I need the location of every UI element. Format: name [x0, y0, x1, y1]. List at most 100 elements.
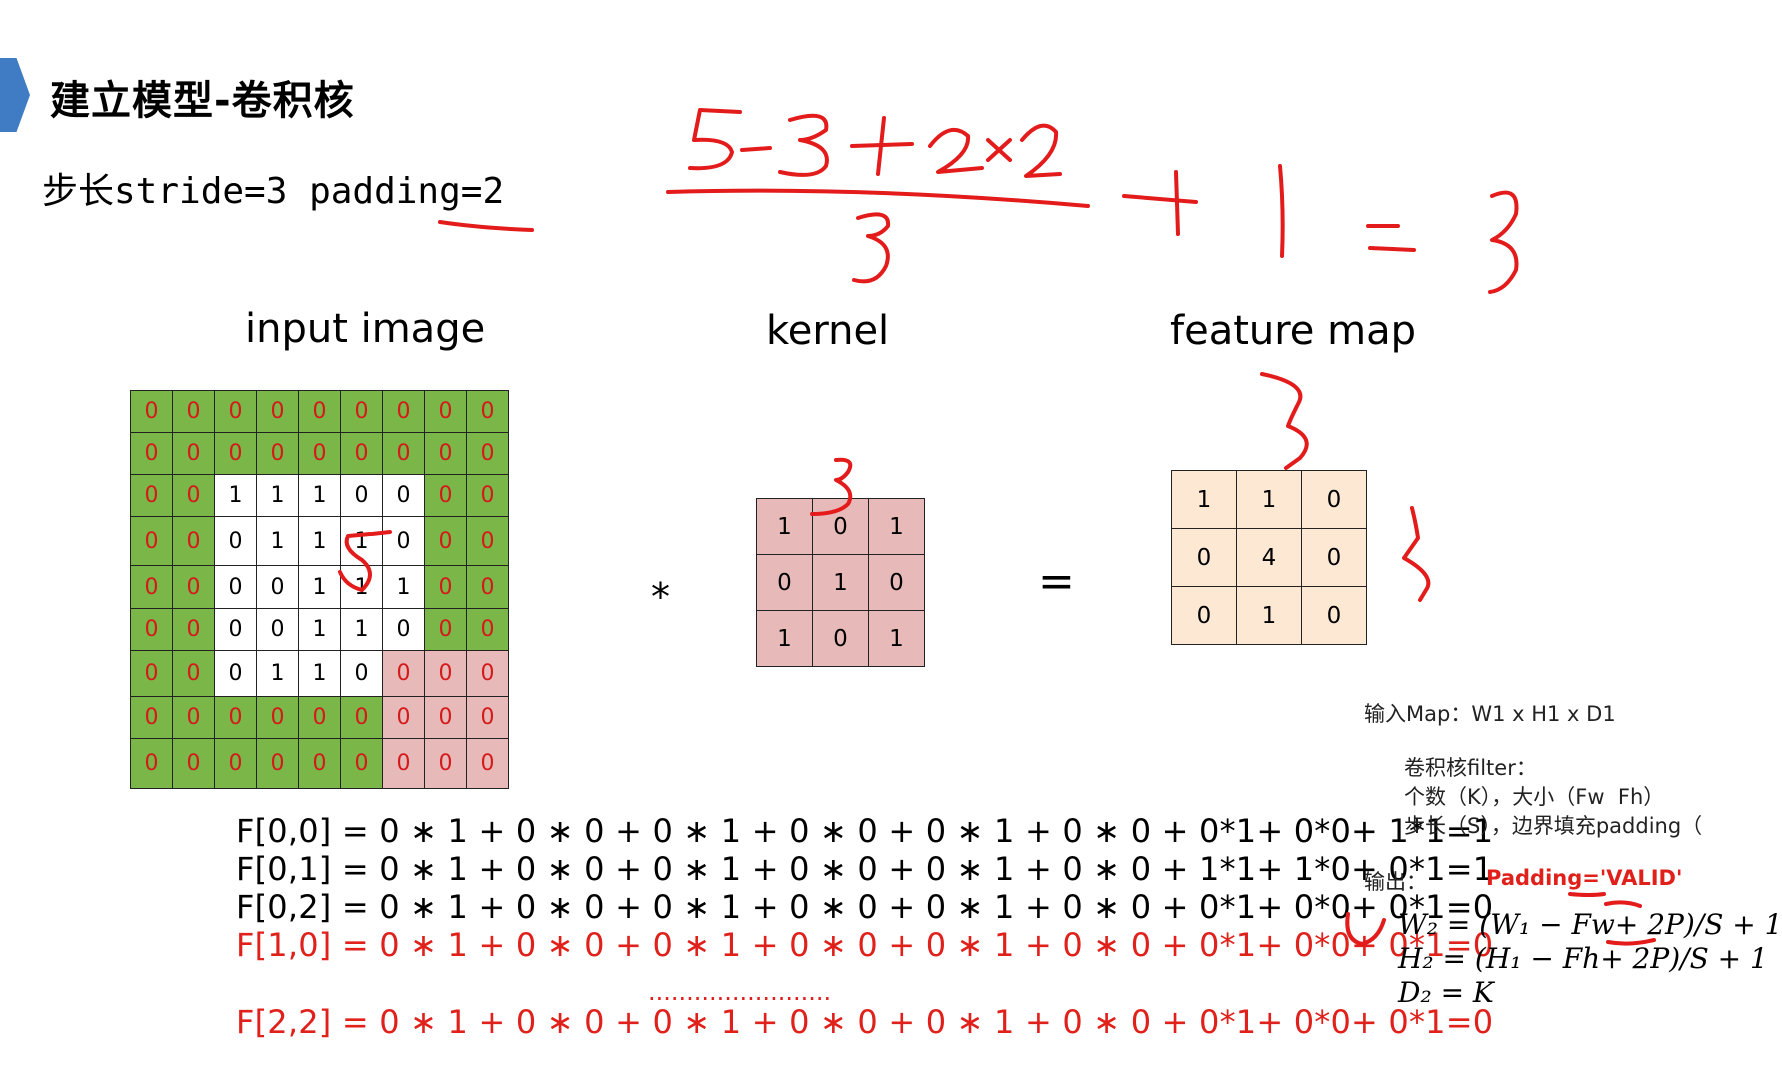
kernel-cell: 0: [812, 498, 869, 555]
input-cell: 0: [214, 650, 257, 697]
input-cell: 0: [214, 516, 257, 566]
input-cell: 1: [298, 608, 341, 651]
input-cell: 0: [424, 696, 467, 739]
feature-cell: 0: [1301, 470, 1367, 529]
ink-digit-3-feature: [1260, 372, 1309, 470]
input-cell: 0: [340, 432, 383, 475]
input-image-label: input image: [245, 306, 486, 352]
equals-sign: =: [1038, 556, 1075, 607]
input-cell: 0: [340, 696, 383, 739]
input-cell: 0: [466, 432, 509, 475]
kernel-cell: 1: [756, 498, 813, 555]
input-cell: 0: [214, 608, 257, 651]
input-cell: 0: [172, 390, 215, 433]
padding-valid-text: Padding='VALID': [1486, 866, 1683, 890]
input-cell: 0: [130, 650, 173, 697]
input-cell: 0: [214, 565, 257, 609]
input-cell: 0: [298, 696, 341, 739]
input-cell: 0: [424, 390, 467, 433]
input-cell: 1: [340, 608, 383, 651]
formula-f01: F[0,1] = 0 ∗ 1 + 0 ∗ 0 + 0 ∗ 1 + 0 ∗ 0 +…: [236, 850, 1494, 888]
input-cell: 1: [340, 516, 383, 566]
input-cell: 0: [130, 565, 173, 609]
equation-depth: D₂ = K: [1398, 976, 1494, 1009]
input-cell: 0: [340, 650, 383, 697]
title-chevron-icon: [0, 58, 30, 132]
formula-ellipsis: ........................: [648, 978, 832, 1006]
ink-times: [986, 138, 1012, 162]
feature-cell: 4: [1236, 528, 1302, 587]
input-cell: 0: [130, 390, 173, 433]
input-cell: 0: [256, 565, 299, 609]
input-cell: 0: [172, 516, 215, 566]
ink-equals: [1366, 224, 1416, 252]
kernel-label: kernel: [766, 308, 890, 354]
page-title: 建立模型-卷积核: [50, 78, 355, 124]
input-cell: 0: [256, 738, 299, 789]
input-cell: 0: [340, 738, 383, 789]
input-cell: 0: [214, 738, 257, 789]
output-label: 输出：: [1364, 870, 1427, 894]
input-cell: 0: [424, 608, 467, 651]
ink-plus2-horizontal: [1122, 194, 1198, 204]
input-cell: 0: [424, 432, 467, 475]
input-cell: 1: [298, 474, 341, 517]
input-cell: 0: [382, 608, 425, 651]
input-cell: 0: [382, 650, 425, 697]
kernel-cell: 0: [756, 554, 813, 611]
kernel-cell: 1: [868, 498, 925, 555]
ink-underline-fw: [1604, 900, 1642, 908]
input-cell: 1: [298, 650, 341, 697]
ink-digit-2-a: [928, 127, 984, 174]
input-cell: 1: [256, 650, 299, 697]
input-cell: 0: [130, 474, 173, 517]
input-cell: 0: [340, 474, 383, 517]
input-cell: 0: [172, 565, 215, 609]
feature-cell: 0: [1171, 586, 1237, 645]
input-cell: 0: [256, 608, 299, 651]
input-cell: 0: [130, 432, 173, 475]
feature-cell: 1: [1171, 470, 1237, 529]
ink-digit-3-result: [1488, 190, 1519, 294]
feature-cell: 1: [1236, 586, 1302, 645]
input-cell: 0: [256, 432, 299, 475]
input-cell: 0: [172, 650, 215, 697]
input-cell: 1: [340, 565, 383, 609]
filter-count-size: 个数（K），大小（Fw Fh）: [1404, 785, 1665, 809]
input-cell: 0: [466, 608, 509, 651]
filter-stride-padding: 步长（S），边界填充padding（: [1404, 814, 1703, 838]
formula-f22: F[2,2] = 0 ∗ 1 + 0 ∗ 0 + 0 ∗ 1 + 0 ∗ 0 +…: [236, 1003, 1494, 1041]
convolution-operator: *: [651, 575, 670, 619]
input-cell: 1: [256, 474, 299, 517]
input-cell: 0: [130, 696, 173, 739]
input-cell: 0: [466, 650, 509, 697]
input-cell: 0: [424, 650, 467, 697]
input-cell: 0: [382, 390, 425, 433]
input-cell: 0: [382, 474, 425, 517]
ink-digit-3-top: [778, 113, 829, 177]
input-cell: 0: [424, 738, 467, 789]
formula-f02: F[0,2] = 0 ∗ 1 + 0 ∗ 0 + 0 ∗ 1 + 0 ∗ 0 +…: [236, 888, 1494, 926]
kernel-cell: 1: [812, 554, 869, 611]
feature-cell: 1: [1236, 470, 1302, 529]
ink-one: [1278, 164, 1285, 258]
input-cell: 0: [214, 390, 257, 433]
input-cell: 0: [172, 474, 215, 517]
formula-f00: F[0,0] = 0 ∗ 1 + 0 ∗ 0 + 0 ∗ 1 + 0 ∗ 0 +…: [236, 812, 1494, 850]
input-cell: 0: [130, 516, 173, 566]
input-cell: 0: [214, 432, 257, 475]
input-cell: 0: [466, 474, 509, 517]
